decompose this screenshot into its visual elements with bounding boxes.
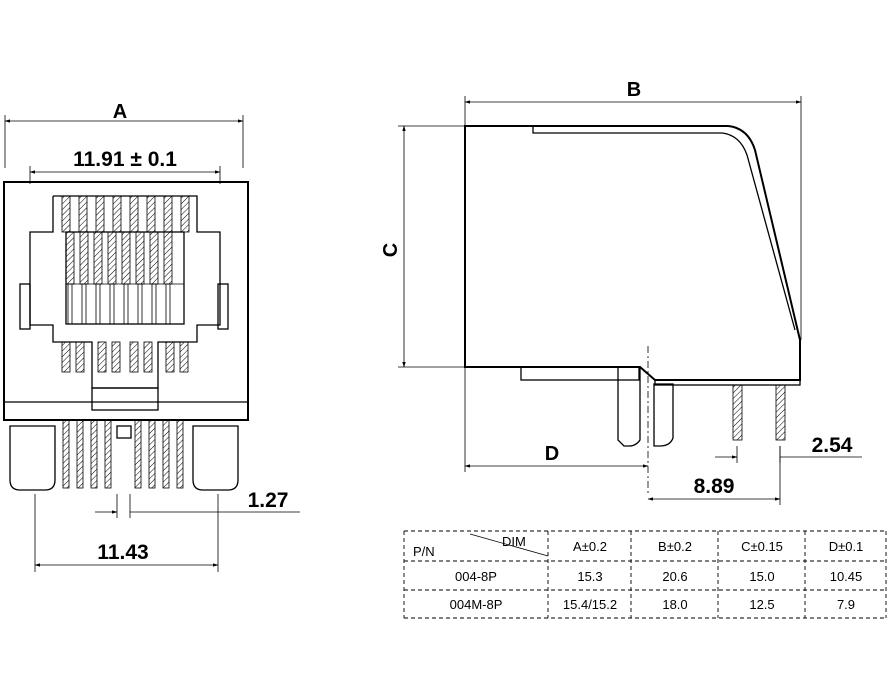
dimension-table: P/N DIM A±0.2 B±0.2 C±0.15 D±0.1 004-8P …: [403, 530, 887, 619]
table-cell: 15.0: [749, 569, 774, 584]
table-cell: 15.3: [577, 569, 602, 584]
table-row-pn: 004-8P: [455, 569, 497, 584]
dim-pin-span-label: 11.43: [97, 541, 148, 564]
dim-d-label: D: [545, 443, 559, 465]
pcb-pins: [62, 419, 184, 489]
table-cell: 12.5: [749, 597, 774, 612]
table-row-pn: 004M-8P: [450, 597, 503, 612]
dim-b-label: B: [627, 79, 641, 101]
table-cell: 10.45: [830, 569, 863, 584]
table-col-a: A±0.2: [573, 539, 607, 554]
table-col-c: C±0.15: [741, 539, 783, 554]
table-cell: 15.4/15.2: [563, 597, 617, 612]
table-cell: 18.0: [662, 597, 687, 612]
table-col-b: B±0.2: [658, 539, 692, 554]
table-cell: 7.9: [837, 597, 855, 612]
table-cell: 20.6: [662, 569, 687, 584]
table-col-d: D±0.1: [829, 539, 864, 554]
dim-post-offset-label: 8.89: [694, 475, 735, 498]
dim-a-label: A: [113, 101, 127, 123]
dim-pitch-span-label: 11.91 ± 0.1: [73, 148, 177, 171]
dim-post-pitch-label: 2.54: [812, 434, 853, 457]
contact-pins: [61, 195, 190, 373]
dim-pin-pitch-label: 1.27: [248, 489, 289, 512]
side-view: B C D 2.54 8.89: [380, 79, 862, 505]
table-header-pn: P/N: [413, 544, 435, 559]
table-header-dim: DIM: [502, 534, 526, 549]
front-view: A 11.91 ± 0.1: [3, 101, 300, 572]
dim-c-label: C: [380, 243, 402, 257]
